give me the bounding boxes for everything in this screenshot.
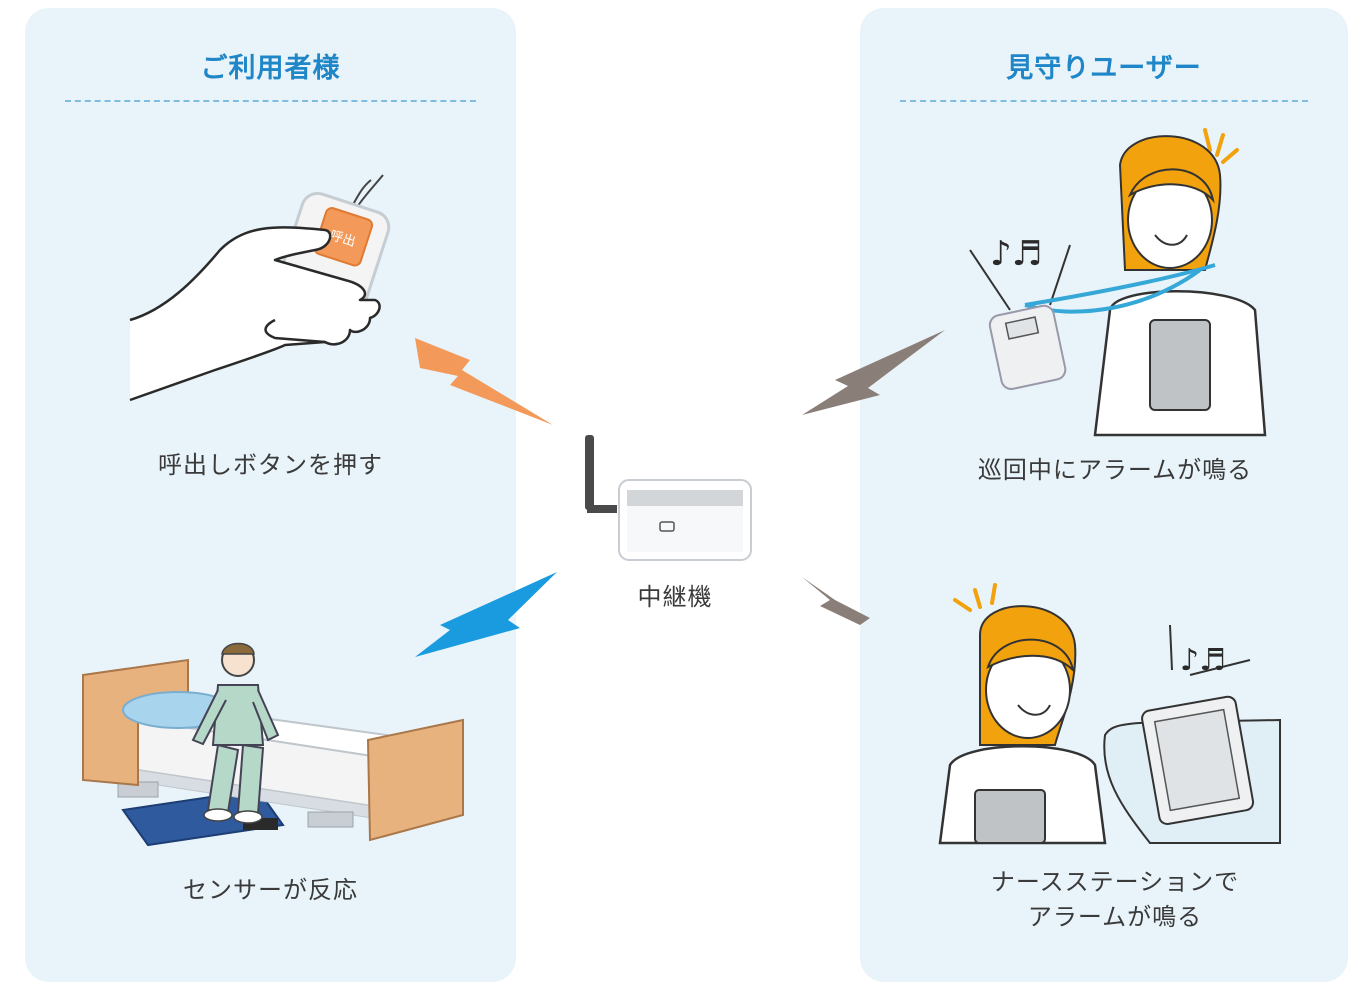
signal-bolt-blue xyxy=(415,572,557,657)
signal-bolt-orange xyxy=(415,338,553,425)
svg-text:♪♬: ♪♬ xyxy=(990,234,1042,274)
watcher-panel-title: 見守りユーザー xyxy=(1006,53,1202,84)
user-panel-divider xyxy=(65,100,476,102)
hand-call-button-illustration: 呼出 xyxy=(129,174,391,402)
nurse-station-illustration: ♪♬ xyxy=(938,583,1281,845)
nurse-handheld-illustration: ♪♬ xyxy=(969,128,1267,437)
caption-station-alarm-line2: アラームが鳴る xyxy=(1027,902,1203,931)
caption-sensor-reacts: センサーが反応 xyxy=(183,876,358,904)
user-panel-title: ご利用者様 xyxy=(200,53,341,84)
watcher-panel-divider xyxy=(900,100,1308,102)
caption-station-alarm: ナースステーションで アラームが鳴る xyxy=(860,865,1364,935)
caption-patrol-alarm: 巡回中にアラームが鳴る xyxy=(977,456,1253,484)
caption-relay: 中継機 xyxy=(637,583,713,611)
signal-bolt-gray-top xyxy=(802,330,945,415)
signal-bolt-gray-bottom xyxy=(802,577,940,663)
svg-text:♪♬: ♪♬ xyxy=(1180,643,1226,678)
relay-device-illustration xyxy=(585,435,752,561)
bed-sensor-illustration xyxy=(82,642,464,847)
caption-press-call-button: 呼出しボタンを押す xyxy=(158,451,383,479)
caption-station-alarm-line1: ナースステーションで xyxy=(990,868,1240,896)
